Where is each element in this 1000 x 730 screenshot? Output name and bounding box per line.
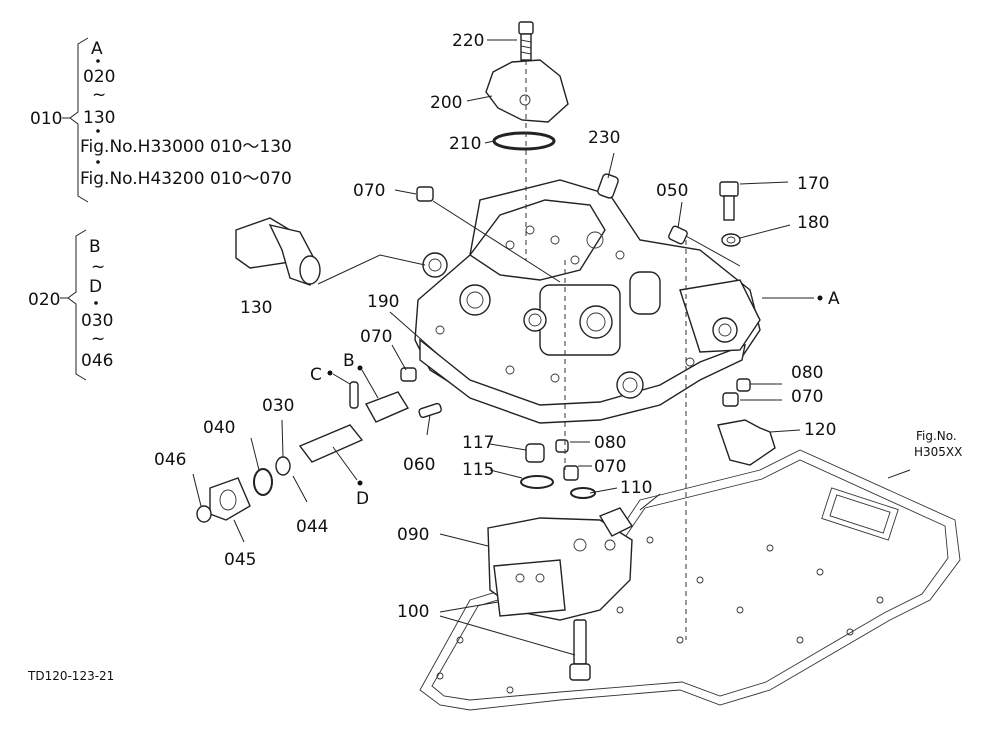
callout-190: 190 (367, 292, 399, 312)
callout-070-right: 070 (791, 387, 823, 407)
callout-120: 120 (804, 420, 836, 440)
legend-line: D (89, 277, 102, 297)
callout-115: 115 (462, 460, 494, 480)
valve-housing-drawing (414, 179, 761, 424)
callout-220: 220 (452, 31, 484, 51)
callout-060: 060 (403, 455, 435, 475)
legend-line: Fig.No.H43200 010～070 (80, 169, 292, 189)
legend-group-020: 020 B ~ D 030 ~ 046 (28, 229, 113, 381)
leader-lines (192, 39, 823, 656)
callout-070-mid: 070 (594, 457, 626, 477)
drawing-code: TD120-123-21 (27, 669, 114, 683)
callout-A: A (828, 289, 840, 309)
callout-050: 050 (656, 181, 688, 201)
spool-assembly (196, 381, 410, 523)
callout-110: 110 (620, 478, 652, 498)
legend-line: ~ (92, 85, 106, 105)
callout-180: 180 (797, 213, 829, 233)
callout-080-mid: 080 (594, 433, 626, 453)
plugs-and-fittings (235, 173, 776, 466)
legend-line: Fig.No.H33000 010～130 (80, 137, 292, 157)
callout-130: 130 (240, 298, 272, 318)
legend-line: 046 (81, 351, 113, 371)
legend-line: 130 (83, 108, 115, 128)
callout-D: D (356, 489, 369, 509)
figref-line2: H305XX (914, 445, 962, 459)
top-cover-parts (485, 21, 569, 260)
legend-line: ~ (91, 329, 105, 349)
callout-170: 170 (797, 174, 829, 194)
callout-200: 200 (430, 93, 462, 113)
figref-line1: Fig.No. (916, 429, 957, 443)
callout-090: 090 (397, 525, 429, 545)
callout-045: 045 (224, 550, 256, 570)
legend-line: 030 (81, 311, 113, 331)
legend-line: 020 (83, 67, 115, 87)
callout-046: 046 (154, 450, 186, 470)
callout-C: C (310, 365, 322, 385)
callout-044: 044 (296, 517, 328, 537)
callout-040: 040 (203, 418, 235, 438)
lower-valve-block (487, 260, 634, 681)
legend-ref-010: 010 (30, 109, 62, 129)
figure-reference: Fig.No. H305XX (914, 429, 962, 459)
callout-B: B (343, 351, 355, 371)
callout-210: 210 (449, 134, 481, 154)
legend-ref-020: 020 (28, 290, 60, 310)
callout-labels: 220 200 210 230 070 050 170 180 130 A 19… (154, 31, 840, 622)
legend-line: B (89, 237, 101, 257)
callout-070-top: 070 (353, 181, 385, 201)
callout-117: 117 (462, 433, 494, 453)
callout-100: 100 (397, 602, 429, 622)
callout-070-left: 070 (360, 327, 392, 347)
callout-230: 230 (588, 128, 620, 148)
legend-line: A (91, 39, 103, 59)
callout-030: 030 (262, 396, 294, 416)
legend-line: ~ (91, 257, 105, 277)
legend-group-010: 010 A 020 ~ 130 Fig.No.H33000 010～130 Fi… (30, 37, 292, 203)
callout-080-right: 080 (791, 363, 823, 383)
